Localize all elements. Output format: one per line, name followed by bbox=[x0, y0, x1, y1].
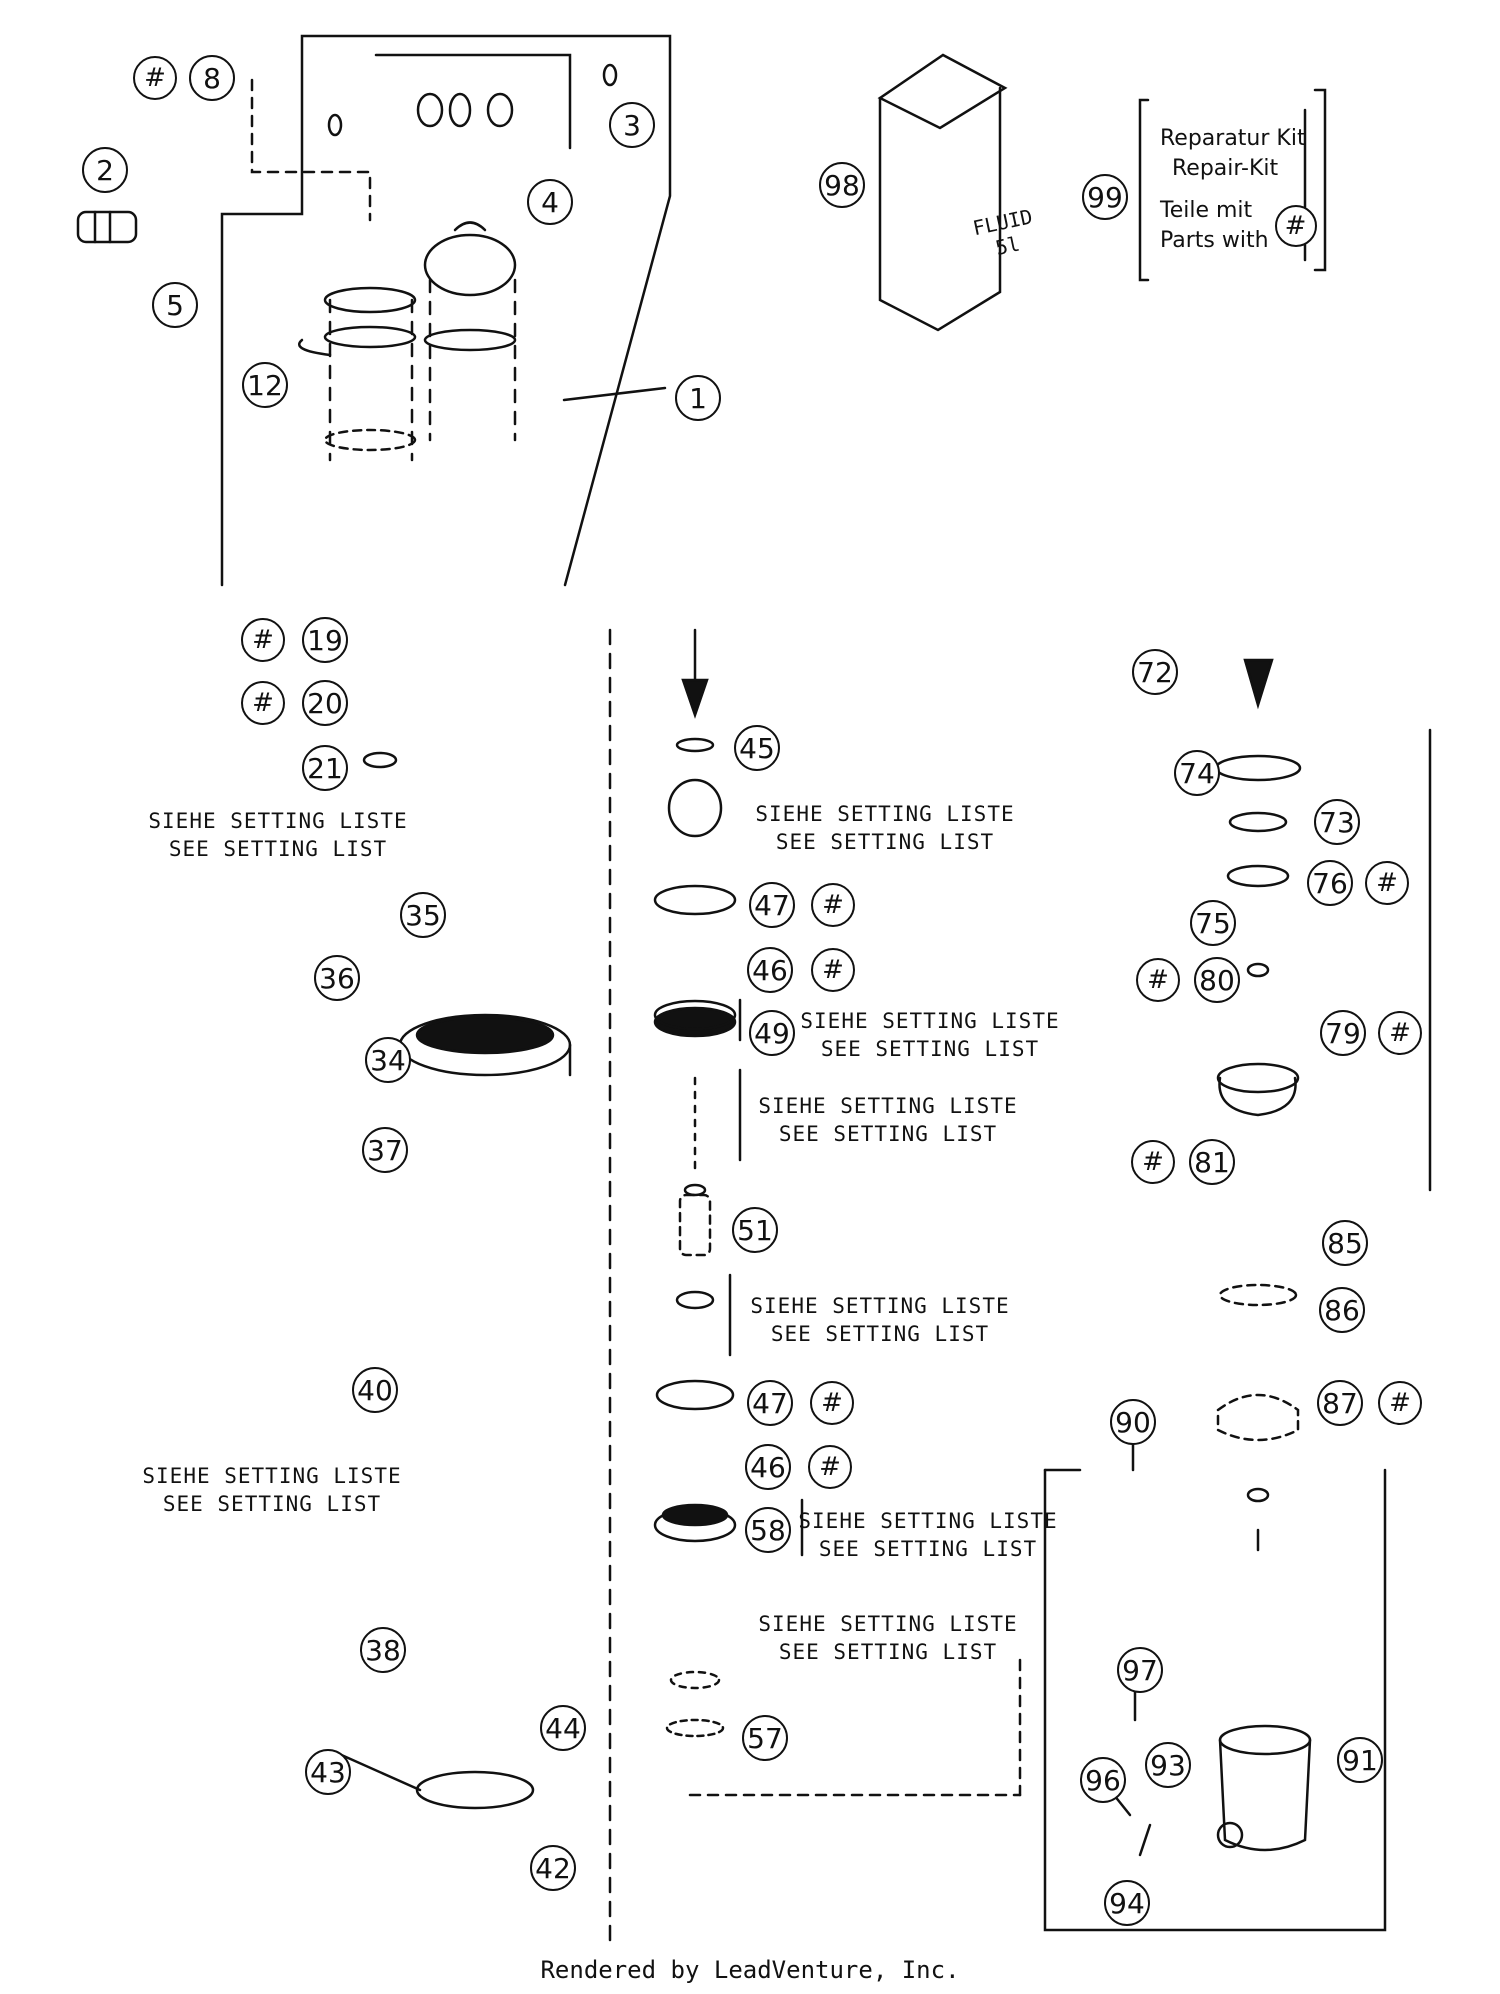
kit-marker-47-upper: # bbox=[811, 883, 855, 927]
kit-marker-47-lower: # bbox=[810, 1381, 854, 1425]
part-number-96: 96 bbox=[1080, 1757, 1126, 1803]
part-number-45: 45 bbox=[734, 725, 780, 771]
kit-marker-20: # bbox=[241, 681, 285, 725]
part-number-87: 87 bbox=[1317, 1380, 1363, 1426]
part-number-98: 98 bbox=[819, 162, 865, 208]
kit-marker-79: # bbox=[1378, 1011, 1422, 1055]
part-number-81: 81 bbox=[1189, 1139, 1235, 1185]
part-number-51: 51 bbox=[732, 1207, 778, 1253]
part-number-44: 44 bbox=[540, 1705, 586, 1751]
part-number-43: 43 bbox=[305, 1749, 351, 1795]
part-number-85: 85 bbox=[1322, 1220, 1368, 1266]
part-number-74: 74 bbox=[1174, 750, 1220, 796]
part-number-47-lower: 47 bbox=[747, 1380, 793, 1426]
kit-marker-46-upper: # bbox=[811, 948, 855, 992]
part-number-94: 94 bbox=[1104, 1880, 1150, 1926]
part-number-91: 91 bbox=[1337, 1737, 1383, 1783]
kit-marker-8: # bbox=[133, 56, 177, 100]
part-number-4: 4 bbox=[527, 179, 573, 225]
kit-line-1: Reparatur Kit bbox=[1160, 126, 1306, 151]
kit-marker-80: # bbox=[1136, 958, 1180, 1002]
part-number-1: 1 bbox=[675, 375, 721, 421]
part-number-38: 38 bbox=[360, 1627, 406, 1673]
part-number-20: 20 bbox=[302, 680, 348, 726]
assembly-outline bbox=[220, 34, 672, 587]
part-number-37: 37 bbox=[362, 1127, 408, 1173]
part-number-46-lower: 46 bbox=[745, 1444, 791, 1490]
part-number-19: 19 bbox=[302, 617, 348, 663]
part-number-49: 49 bbox=[749, 1010, 795, 1056]
part-number-86: 86 bbox=[1319, 1287, 1365, 1333]
part-number-8: 8 bbox=[189, 55, 235, 101]
part-number-97: 97 bbox=[1117, 1647, 1163, 1693]
part-number-36: 36 bbox=[314, 955, 360, 1001]
part-number-5: 5 bbox=[152, 282, 198, 328]
part-number-99: 99 bbox=[1082, 174, 1128, 220]
kit-marker-46-lower: # bbox=[808, 1445, 852, 1489]
part-number-90: 90 bbox=[1110, 1399, 1156, 1445]
part-number-21: 21 bbox=[302, 745, 348, 791]
part-number-80: 80 bbox=[1194, 957, 1240, 1003]
part-number-79: 79 bbox=[1320, 1010, 1366, 1056]
kit-legend-marker: # bbox=[1274, 205, 1317, 247]
footer-credit: Rendered by LeadVenture, Inc. bbox=[540, 1956, 960, 1984]
kit-marker-19: # bbox=[241, 618, 285, 662]
kit-line-4: Parts with # bbox=[1160, 205, 1317, 256]
part-number-58: 58 bbox=[745, 1507, 791, 1553]
part-number-73: 73 bbox=[1314, 799, 1360, 845]
kit-line-2: Repair-Kit bbox=[1172, 156, 1279, 181]
part-number-72: 72 bbox=[1132, 649, 1178, 695]
part-number-57: 57 bbox=[742, 1715, 788, 1761]
kit-marker-81: # bbox=[1131, 1140, 1175, 1184]
part-number-2: 2 bbox=[82, 147, 128, 193]
part-number-42: 42 bbox=[530, 1845, 576, 1891]
part-number-47-upper: 47 bbox=[749, 882, 795, 928]
part-number-3: 3 bbox=[609, 102, 655, 148]
part-number-40: 40 bbox=[352, 1367, 398, 1413]
part-number-34: 34 bbox=[365, 1037, 411, 1083]
kit-line-3: Teile mit bbox=[1160, 198, 1253, 223]
sub-bracket bbox=[374, 53, 572, 150]
part-number-93: 93 bbox=[1145, 1742, 1191, 1788]
part-number-12: 12 bbox=[242, 362, 288, 408]
part-number-76: 76 bbox=[1307, 860, 1353, 906]
kit-marker-76: # bbox=[1365, 861, 1409, 905]
part-number-46-upper: 46 bbox=[747, 947, 793, 993]
part-number-75: 75 bbox=[1190, 900, 1236, 946]
part-number-35: 35 bbox=[400, 892, 446, 938]
kit-marker-87: # bbox=[1378, 1381, 1422, 1425]
repair-kit-legend: Reparatur Kit Repair-Kit Teile mit Parts… bbox=[1160, 124, 1317, 256]
